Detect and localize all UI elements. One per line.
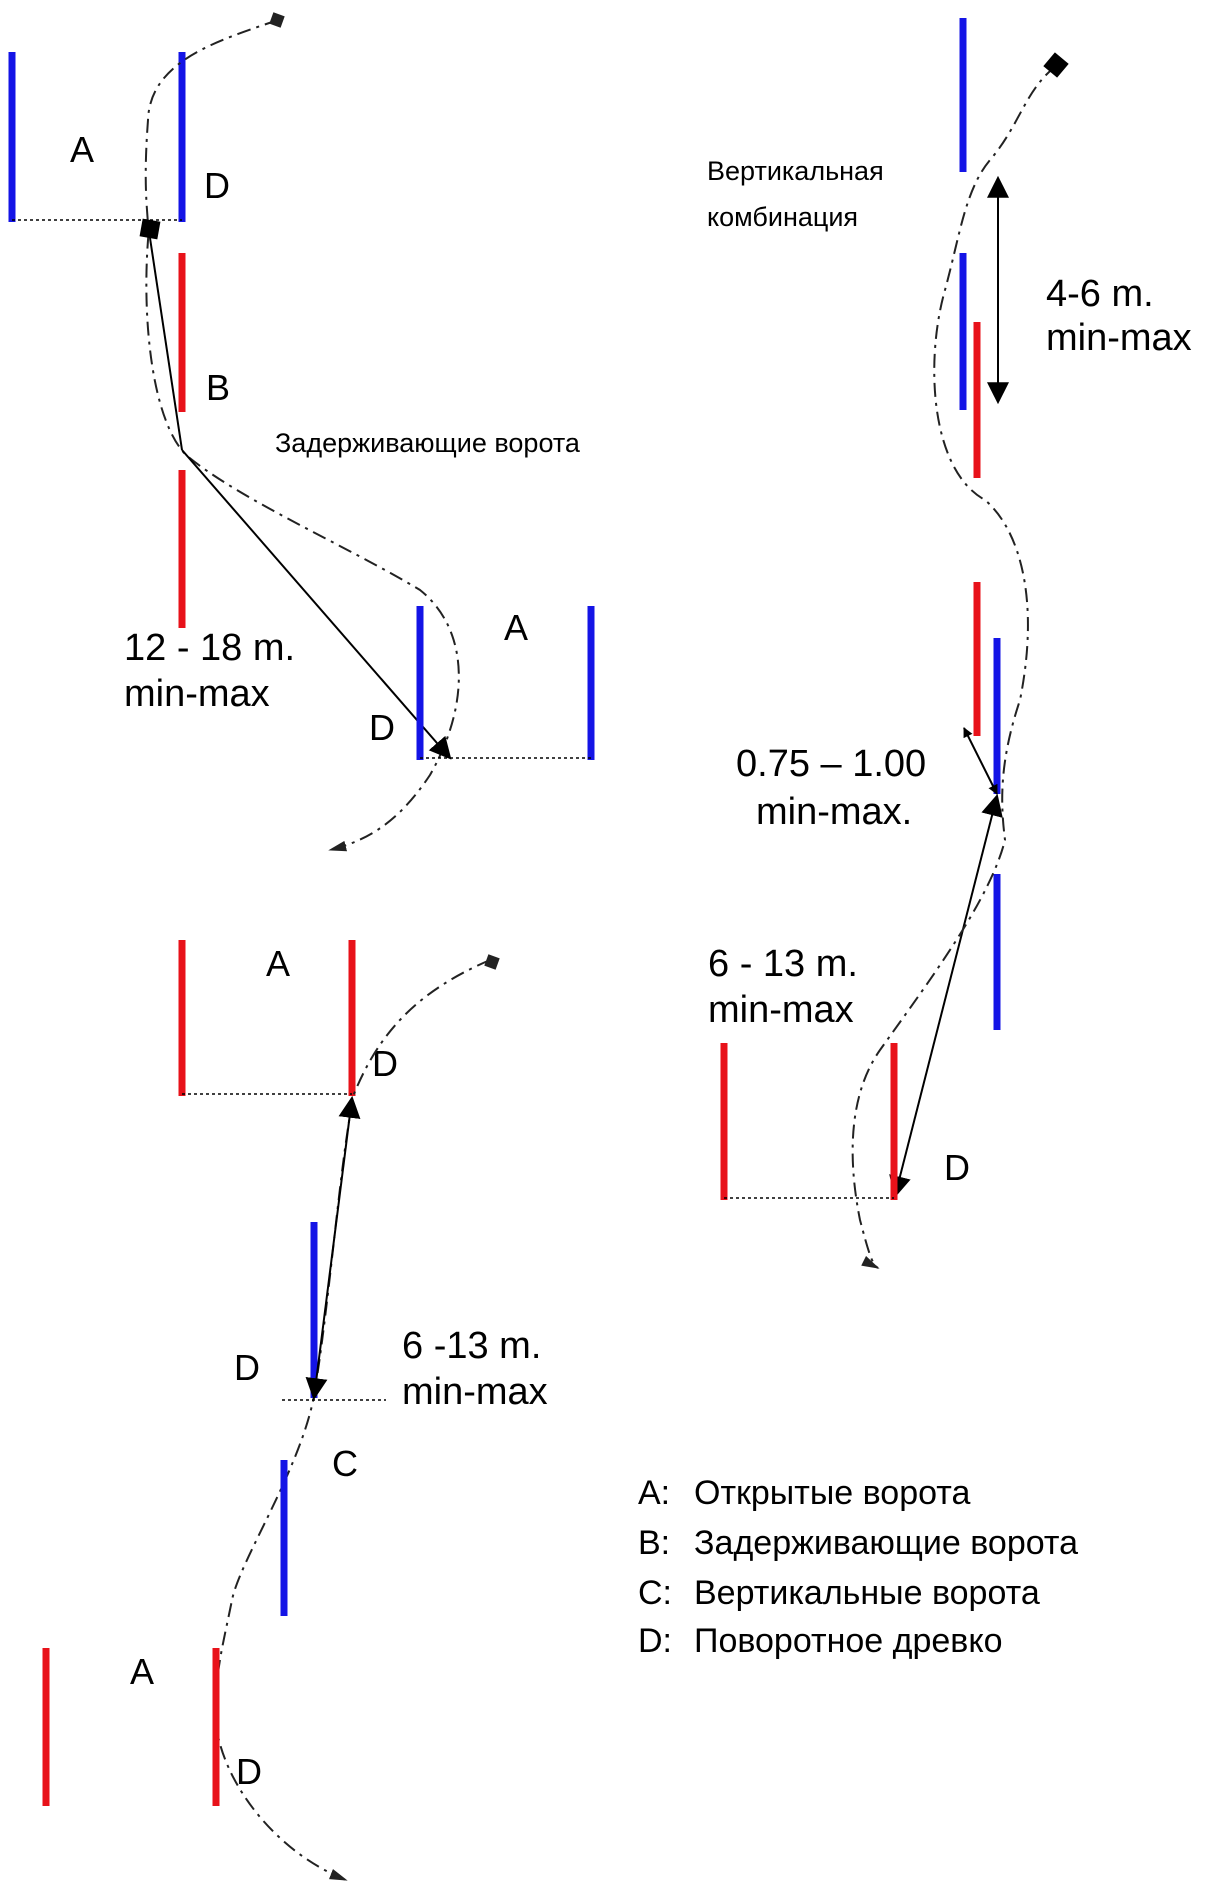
start-marker bbox=[269, 12, 285, 28]
ride-path-right bbox=[851, 65, 1057, 1269]
distance-0.75-1.00-value: 0.75 – 1.00 bbox=[736, 743, 926, 785]
gate-label-c: C bbox=[332, 1443, 358, 1484]
pivot-marker bbox=[139, 218, 161, 240]
distance-4-6-value: 4-6 m. bbox=[1046, 273, 1154, 315]
vertical-combination-caption-1: Вертикальная bbox=[707, 156, 884, 186]
pivot-label-d: D bbox=[236, 1751, 262, 1792]
legend-key-a: A: bbox=[638, 1474, 670, 1512]
pivot-label-d: D bbox=[944, 1147, 970, 1188]
legend-text-d: Поворотное древко bbox=[694, 1622, 1003, 1660]
distance-arrow-6-13-right bbox=[889, 793, 1003, 1199]
vertical-combination-caption-2: комбинация bbox=[707, 202, 858, 232]
gate-label-a: A bbox=[266, 943, 290, 984]
distance-0.75-1.00-range: min-max. bbox=[756, 791, 912, 833]
gate-label-a: A bbox=[130, 1651, 154, 1692]
distance-arrow-12-18-b bbox=[181, 449, 452, 760]
legend-text-b: Задерживающие ворота bbox=[694, 1524, 1078, 1562]
legend-key-d: D: bbox=[638, 1622, 672, 1660]
open-gate-bottom-left: A D bbox=[42, 1648, 262, 1806]
distance-12-18-range: min-max bbox=[124, 673, 270, 715]
gate-label-a: A bbox=[504, 607, 528, 648]
distance-12-18-value: 12 - 18 m. bbox=[124, 627, 295, 669]
delay-gate-caption: Задерживающие ворота bbox=[275, 428, 581, 458]
open-gate-top-left: A D bbox=[8, 52, 230, 222]
legend-key-b: B: bbox=[638, 1524, 670, 1562]
legend: A: Открытые ворота B: Задерживающие воро… bbox=[638, 1474, 1078, 1660]
legend-text-a: Открытые ворота bbox=[694, 1474, 970, 1512]
distance-4-6-range: min-max bbox=[1046, 317, 1192, 359]
start-marker bbox=[1043, 52, 1069, 78]
delay-gate-b: B Задерживающие ворота bbox=[178, 253, 581, 628]
start-marker bbox=[484, 954, 500, 970]
distance-6-13-right-range: min-max bbox=[708, 989, 854, 1031]
distance-6-13-left-range: min-max bbox=[402, 1371, 548, 1413]
distance-arrow-6-13-left bbox=[305, 1095, 361, 1401]
distance-6-13-right-value: 6 - 13 m. bbox=[708, 943, 858, 985]
open-gate-bottom-right: D bbox=[720, 1043, 970, 1200]
gate-label-b: B bbox=[206, 367, 230, 408]
ride-path-lower-left bbox=[213, 959, 491, 1881]
open-gate-mid-left: A D bbox=[369, 606, 595, 760]
pivot-label-d: D bbox=[369, 707, 395, 748]
distance-6-13-left-value: 6 -13 m. bbox=[402, 1325, 541, 1367]
distance-arrow-12-18 bbox=[149, 237, 183, 451]
distance-arrow-0.75-1.00 bbox=[963, 727, 998, 795]
legend-text-c: Вертикальные ворота bbox=[694, 1574, 1040, 1612]
pivot-label-d: D bbox=[204, 165, 230, 206]
gate-label-a: A bbox=[70, 129, 94, 170]
open-gate-lower-left: A D bbox=[178, 940, 398, 1096]
pivot-label-d: D bbox=[372, 1043, 398, 1084]
legend-key-c: C: bbox=[638, 1574, 672, 1612]
pivot-label-d: D bbox=[234, 1347, 260, 1388]
